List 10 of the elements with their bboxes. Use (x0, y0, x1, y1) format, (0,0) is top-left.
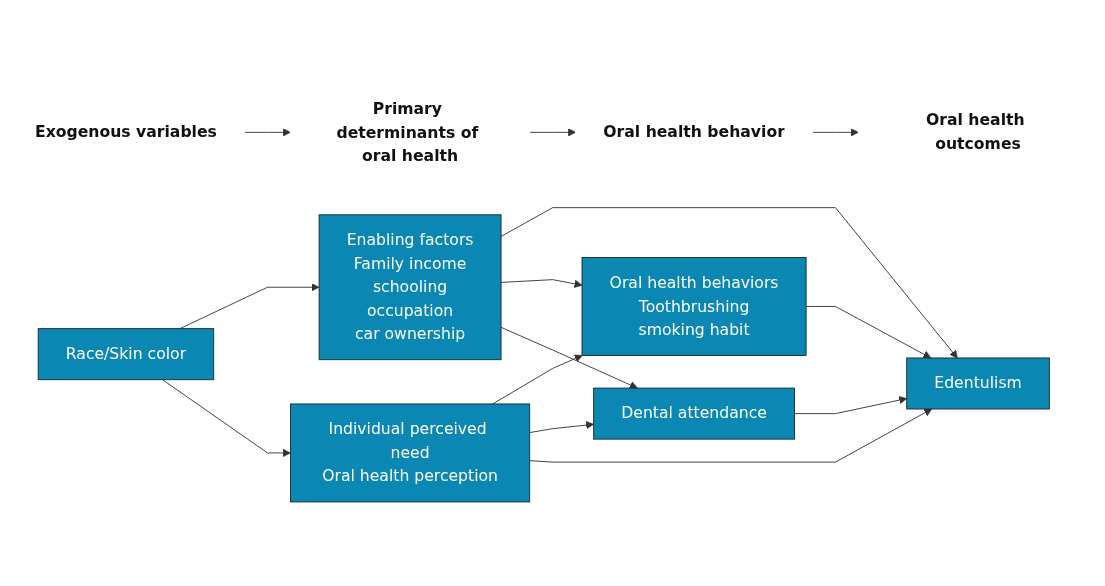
node-text: Primary determinants of oral health (336, 99, 479, 165)
node-box: Oral health behaviors Toothbrushing smoking habit (581, 257, 807, 357)
node-text: Oral health outcomes (925, 111, 1025, 153)
node-text: Oral health behavior (603, 122, 785, 142)
node-box: Dental attendance (593, 388, 795, 440)
node-box: Edentulism (906, 357, 1050, 410)
node-text: Exogenous variables (34, 122, 217, 142)
node-box: Enabling factors Family income schooling occupation car ownership (318, 214, 502, 361)
node-box: Race/Skin color (37, 328, 215, 381)
node-box: Individual perceived need Oral health perception (290, 403, 531, 503)
